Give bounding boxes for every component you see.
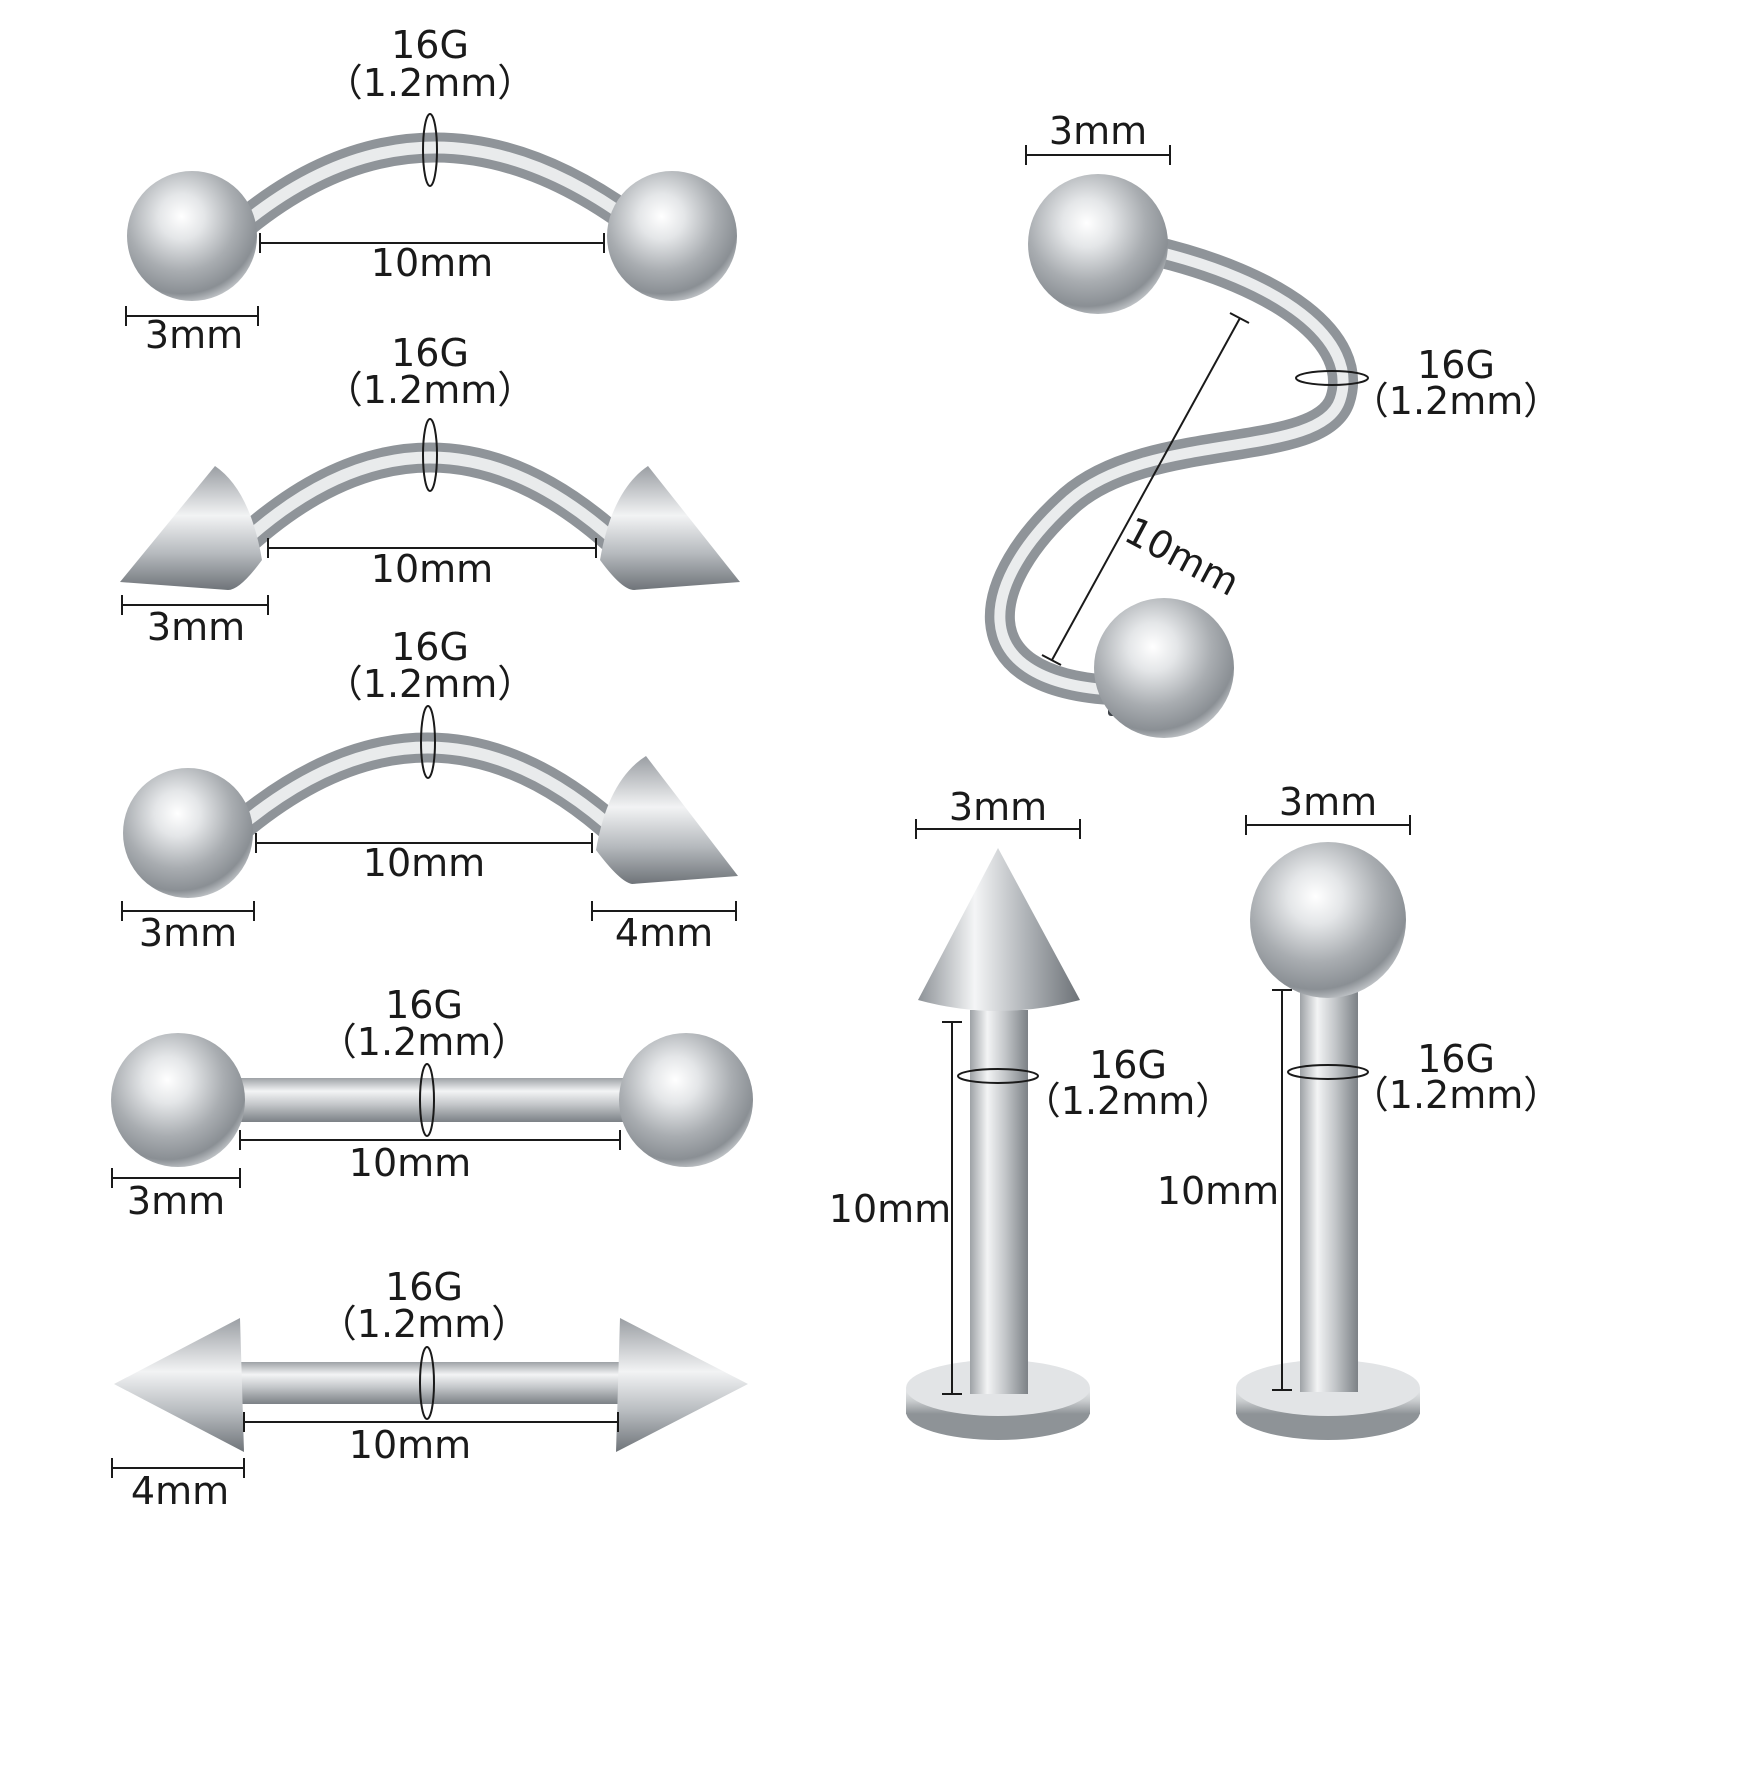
diameter-label: （1.2mm） [319, 1020, 529, 1064]
end-size-label: 3mm [1279, 780, 1377, 824]
spike-end-right [596, 756, 738, 884]
length-label: 10mm [371, 547, 493, 591]
ball-end-bottom [1094, 598, 1234, 738]
gauge-label: 16G [385, 1265, 463, 1309]
length-label: 10mm [371, 241, 493, 285]
labret-ball: 3mm 16G （1.2mm） 10mm [1157, 780, 1561, 1440]
diameter-label: （1.2mm） [1023, 1079, 1233, 1123]
diameter-label: （1.2mm） [325, 368, 535, 412]
end-size-label: 3mm [147, 605, 245, 649]
gauge-label: 16G [391, 23, 469, 67]
ball-end-left [123, 768, 253, 898]
end-size-label: 3mm [145, 313, 243, 357]
diameter-label: （1.2mm） [325, 61, 535, 105]
spiral-twist-ring: 3mm 16G （1.2mm） 10mm [985, 109, 1561, 738]
spike-end-left [114, 1318, 244, 1452]
gauge-label: 16G [1089, 1043, 1167, 1087]
diameter-label: （1.2mm） [319, 1302, 529, 1346]
ball-top [1250, 842, 1406, 998]
spike-top [918, 848, 1080, 1011]
ball-end-left [127, 171, 257, 301]
straight-barbell-ball: 16G （1.2mm） 10mm 3mm [111, 983, 753, 1223]
spike-size-label: 4mm [615, 911, 713, 955]
labret-post [970, 1010, 1028, 1394]
straight-barbell-spike: 16G （1.2mm） 10mm 4mm [111, 1265, 748, 1513]
end-size-label: 4mm [131, 1469, 229, 1513]
length-label: 10mm [1118, 508, 1247, 604]
curved-barbell-ball: 16G （1.2mm） 10mm 3mm [125, 23, 737, 357]
labret-spike: 3mm 16G （1.2mm） 10mm [829, 785, 1233, 1440]
straight-bar [230, 1078, 630, 1122]
labret-post [1300, 960, 1358, 1392]
length-label: 10mm [349, 1423, 471, 1467]
end-size-label: 3mm [1049, 109, 1147, 153]
ball-end-left [111, 1033, 245, 1167]
gauge-label: 16G [391, 625, 469, 669]
spike-end-right [600, 466, 740, 590]
gauge-label: 16G [1417, 1037, 1495, 1081]
curved-barbell-spike: 16G （1.2mm） 10mm 3mm [120, 331, 740, 649]
spike-end-left [120, 466, 262, 590]
end-size-label: 3mm [949, 785, 1047, 829]
ball-end-right [607, 171, 737, 301]
gauge-label: 16G [1417, 343, 1495, 387]
diameter-label: （1.2mm） [1351, 1073, 1561, 1117]
gauge-label: 16G [391, 331, 469, 375]
length-label: 10mm [1157, 1169, 1279, 1213]
spike-end-right [616, 1318, 748, 1452]
diameter-label: （1.2mm） [325, 662, 535, 706]
gauge-label: 16G [385, 983, 463, 1027]
length-label: 10mm [363, 841, 485, 885]
length-label: 10mm [349, 1141, 471, 1185]
length-label: 10mm [829, 1187, 951, 1231]
curved-barbell-ball-spike: 16G （1.2mm） 10mm 3mm 4mm [121, 625, 738, 955]
ball-size-label: 3mm [139, 911, 237, 955]
diameter-label: （1.2mm） [1351, 379, 1561, 423]
end-size-label: 3mm [127, 1179, 225, 1223]
ball-end-right [619, 1033, 753, 1167]
ball-end-top [1028, 174, 1168, 314]
